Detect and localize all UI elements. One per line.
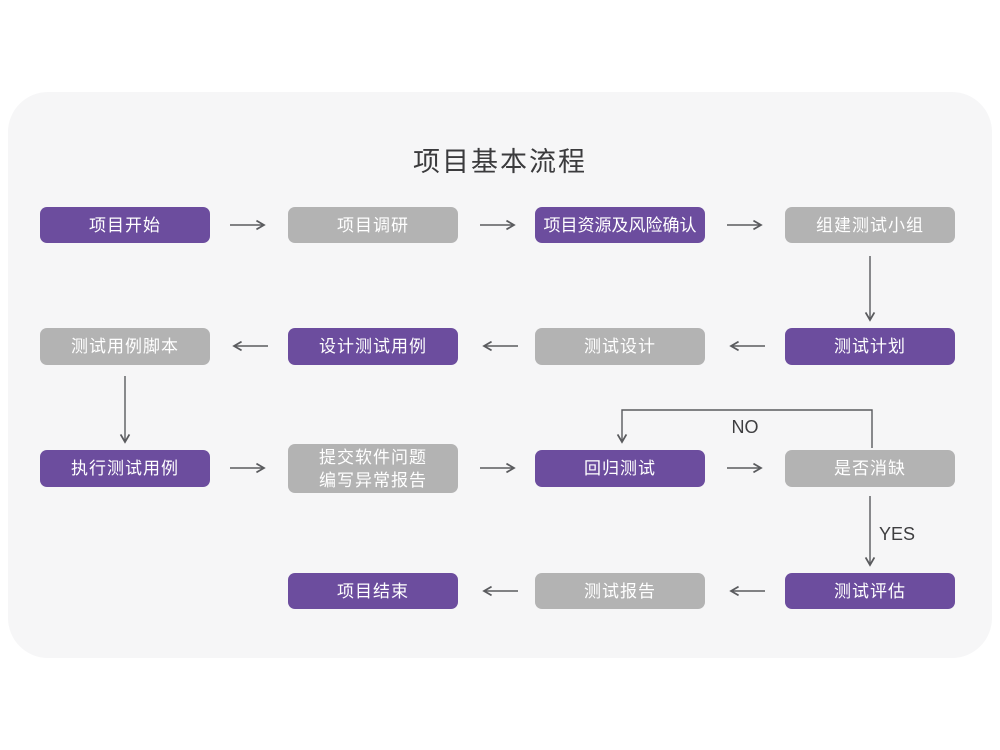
node-test-design: 测试设计: [535, 328, 705, 365]
page-title: 项目基本流程: [413, 147, 587, 177]
node-build-test-team: 组建测试小组: [785, 207, 955, 243]
node-test-case-script: 测试用例脚本: [40, 328, 210, 365]
node-regression-test: 回归测试: [535, 450, 705, 487]
node-design-test-cases: 设计测试用例: [288, 328, 458, 365]
node-test-report: 测试报告: [535, 573, 705, 609]
node-project-start: 项目开始: [40, 207, 210, 243]
node-resource-risk-confirm: 项目资源及风险确认: [535, 207, 705, 243]
flowchart-panel: [8, 92, 992, 658]
node-submit-issue-report: 提交软件问题 编写异常报告: [288, 444, 458, 493]
node-execute-test-cases: 执行测试用例: [40, 450, 210, 487]
node-project-research: 项目调研: [288, 207, 458, 243]
node-test-plan: 测试计划: [785, 328, 955, 365]
node-project-end: 项目结束: [288, 573, 458, 609]
node-defect-cleared: 是否消缺: [785, 450, 955, 487]
node-test-evaluation: 测试评估: [785, 573, 955, 609]
